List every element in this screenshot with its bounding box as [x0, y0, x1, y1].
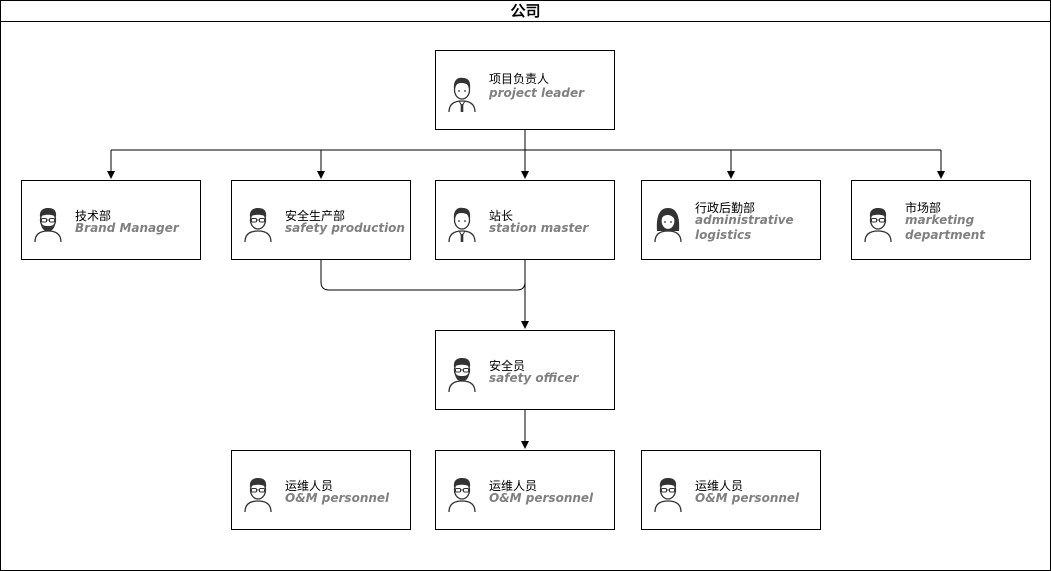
male-glasses-avatar-icon	[244, 478, 272, 513]
node-om-personnel-1: 运维人员 O&M personnel	[231, 450, 411, 530]
node-subtitle: O&M personnel	[285, 491, 390, 505]
node-subtitle: safety officer	[489, 371, 579, 385]
node-subtitle: safety production	[285, 221, 405, 235]
node-safety-production: 安全生产部 safety production	[231, 180, 411, 260]
node-subtitle: administrative logistics	[695, 213, 794, 242]
node-station-master: 站长 station master	[435, 180, 615, 260]
node-subtitle: project leader	[489, 86, 585, 100]
node-subtitle: O&M personnel	[695, 491, 800, 505]
node-subtitle: O&M personnel	[489, 491, 594, 505]
node-tech-dept: 技术部 Brand Manager	[21, 180, 201, 260]
node-title: 站长	[489, 209, 514, 223]
node-title: 安全生产部	[285, 209, 346, 223]
node-title: 行政后勤部	[695, 201, 756, 215]
node-subtitle: station master	[489, 221, 589, 235]
node-om-personnel-3: 运维人员 O&M personnel	[641, 450, 821, 530]
male-glasses-avatar-icon	[448, 478, 476, 513]
male-avatar-icon	[448, 207, 476, 243]
male-avatar-icon	[448, 77, 476, 113]
node-title: 市场部	[905, 201, 942, 215]
node-title: 运维人员	[285, 479, 334, 493]
female-avatar-icon	[654, 208, 682, 243]
node-title: 技术部	[75, 209, 112, 223]
node-marketing: 市场部 marketing department	[851, 180, 1031, 260]
male-glasses-avatar-icon	[244, 208, 272, 243]
node-title: 运维人员	[695, 479, 744, 493]
node-title: 项目负责人	[489, 72, 550, 86]
node-admin-logistics: 行政后勤部 administrative logistics	[641, 180, 821, 260]
node-safety-officer: 安全员 safety officer	[435, 330, 615, 410]
male-glasses-avatar-icon	[654, 478, 682, 513]
container-title: 公司	[1, 1, 1050, 22]
male-glasses-avatar-icon	[864, 208, 892, 243]
edge-safety-production-to-officer	[320, 260, 526, 291]
node-title: 运维人员	[489, 479, 538, 493]
node-title: 安全员	[489, 359, 526, 373]
node-subtitle: marketing department	[905, 213, 985, 242]
bearded-male-glasses-avatar-icon	[448, 358, 476, 393]
node-om-personnel-2: 运维人员 O&M personnel	[435, 450, 615, 530]
bearded-male-avatar-icon	[34, 208, 62, 243]
node-subtitle: Brand Manager	[75, 221, 179, 235]
node-project-leader: 项目负责人 project leader	[435, 50, 615, 130]
